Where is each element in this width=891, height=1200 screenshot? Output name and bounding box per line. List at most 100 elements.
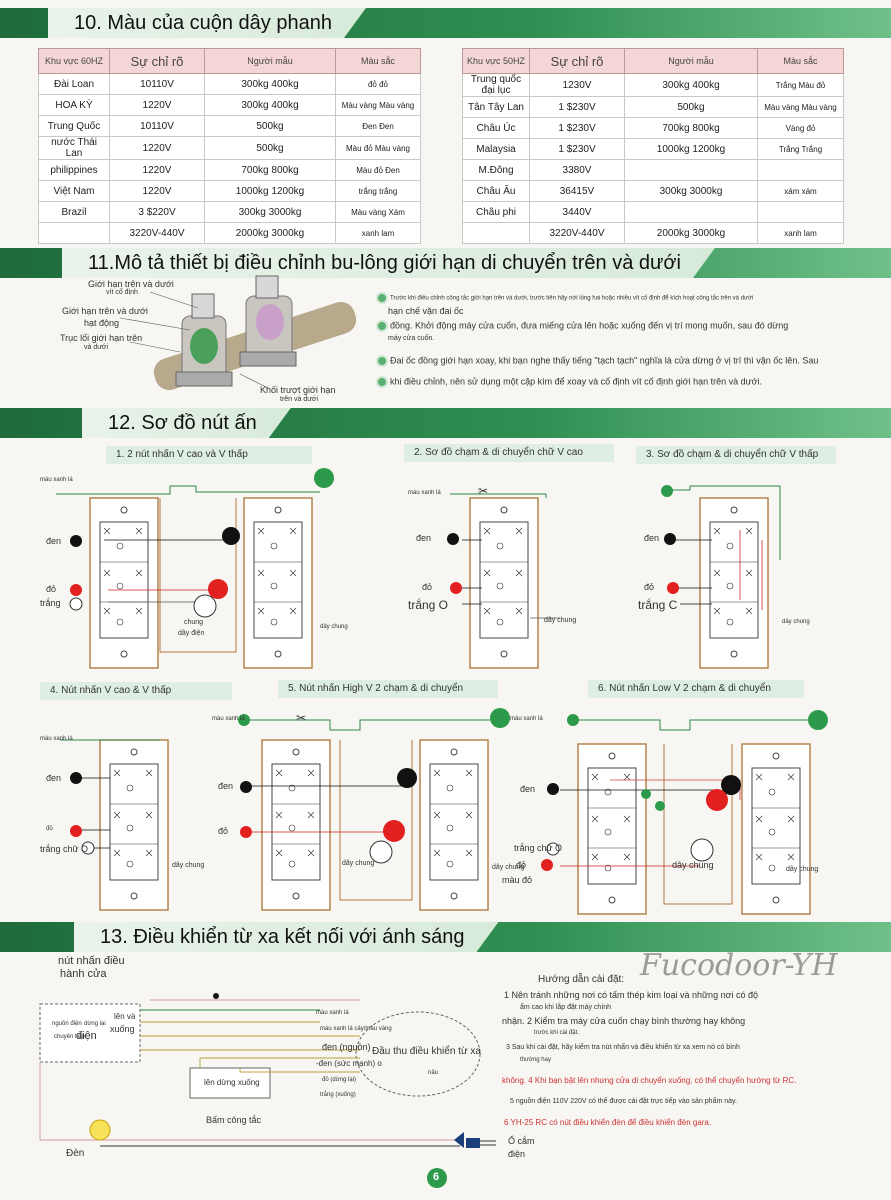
label-black: đen (218, 781, 234, 791)
guide-line: 6 YH-25 RC có nút điều khiển đèn để điều… (504, 1118, 712, 1127)
table-header: Khu vực 50HZ (462, 48, 530, 74)
label-limit-nut: Giới hạn trên và dưới (62, 306, 148, 316)
wire-label: trắng (xuống) (320, 1092, 356, 1098)
label-green: màu xanh lá (40, 477, 73, 483)
table-cell: 300kg 400kg (624, 73, 758, 97)
watermark: Fucodoor-YH (640, 948, 838, 983)
label-red: đỏ (422, 582, 433, 592)
diagram-5: ✂ (238, 708, 510, 911)
guide-line: thường hay (520, 1057, 551, 1063)
label-black: đen (416, 533, 432, 543)
section-band-11: 11.Mô tả thiết bị điều chỉnh bu-lông giớ… (0, 248, 891, 278)
table-cell: Malaysia (462, 138, 530, 160)
table-cell (38, 222, 110, 244)
label-black: đen (46, 773, 62, 783)
label-limit-nut-2: hạt động (84, 318, 120, 328)
table-cell: 10110V (109, 73, 205, 95)
table-cell (624, 159, 758, 181)
instruction-bullet: đồng. Khởi động máy cửa cuốn, đưa miếng … (376, 320, 788, 332)
table-cell: Châu phi (462, 201, 530, 223)
table-header: Khu vực 60HZ (38, 48, 110, 74)
table-cell: nước Thái Lan (38, 136, 110, 160)
guide-title: Hướng dẫn cài đặt: (538, 974, 625, 985)
table-cell (757, 201, 844, 223)
box-label: lên và (114, 1012, 136, 1021)
brake-color-table-60hz: Khu vực 60HZ Sự chỉ rõ Người mẫu Màu sắc… (38, 48, 421, 244)
diagram-6 (541, 710, 828, 915)
table-cell: 700kg 800kg (204, 159, 336, 181)
table-cell: 500kg (624, 96, 758, 118)
instruction-bullet: Trước khi điều chỉnh công tắc giới hạn t… (376, 292, 753, 304)
label-slider: Khối trượt giới hạn (260, 385, 336, 395)
table-cell: 500kg (204, 115, 336, 137)
table-cell: 700kg 800kg (624, 117, 758, 139)
label-wire-common: dây chung (786, 866, 819, 873)
section-band-13: 13. Điều khiển từ xa kết nối với ánh sán… (0, 922, 891, 952)
label-wire-common: dây chung (492, 864, 525, 871)
label-wire-common: dây chung (672, 860, 714, 870)
table-cell: 3220V-440V (109, 222, 205, 244)
table-cell: Đài Loan (38, 73, 110, 95)
label-red-color: màu đỏ (502, 875, 533, 885)
guide-line: không. 4 Khi bạn bật lên nhưng cửa di ch… (502, 1076, 797, 1085)
table-cell: Trắng Trắng (757, 138, 844, 160)
table-cell: Châu Âu (462, 180, 530, 202)
label-slider-2: trên và dưới (280, 396, 319, 403)
table-cell: Trung Quốc (38, 115, 110, 137)
label-green: màu xanh lá (408, 490, 441, 496)
table-cell: 300kg 400kg (204, 73, 336, 95)
table-cell: 1 $230V (529, 117, 625, 139)
label-white-chu-o: trắng chữ O (514, 843, 563, 853)
label-red: đỏ (218, 826, 229, 836)
table-cell: đỏ đỏ (335, 73, 421, 95)
svg-text:✂: ✂ (478, 484, 488, 498)
label-white: trắng (40, 598, 61, 608)
table-cell: 300kg 3000kg (204, 201, 336, 223)
label-limit-shaft-2: và dưới (84, 344, 109, 351)
label-wire-power: dây điện (178, 630, 205, 637)
table-cell: xanh lam (757, 222, 844, 244)
diagram-4 (60, 739, 169, 911)
guide-line: ẩm cao khi lắp đặt máy chính (520, 1004, 612, 1011)
bullet-icon (376, 320, 388, 332)
box-label: nguồn điện (52, 1021, 82, 1027)
table-cell: 36415V (529, 180, 625, 202)
table-cell: 1 $230V (529, 138, 625, 160)
label-operating-button: nút nhấn điều (58, 955, 125, 967)
table-cell: Trung quốc đại lục (462, 73, 530, 97)
table-cell: Màu đỏ Đen (335, 159, 421, 181)
table-header: Người mẫu (204, 48, 336, 74)
box-label: dừng lại (84, 1021, 106, 1027)
label-limit-screw-2: vít cố định (106, 289, 138, 296)
diagram-2: ✂ (447, 484, 560, 669)
table-cell: philippines (38, 159, 110, 181)
instruction-line: hạn chế vặn đai ốc (388, 306, 464, 316)
label-wire-common: dây chung (782, 619, 810, 625)
table-cell: Châu Úc (462, 117, 530, 139)
plug-label-2: điện (508, 1149, 526, 1159)
table-cell: Đen Đen (335, 115, 421, 137)
label-black: đen (644, 533, 660, 543)
instruction-line: máy cửa cuốn. (388, 335, 435, 342)
box-label: chuyên tiếp (54, 1034, 85, 1040)
section-band-12: 12. Sơ đồ nút ấn (0, 408, 891, 438)
instruction-bullet: khi điều chỉnh, nên sử dụng một cặp kìm … (376, 376, 762, 388)
table-cell: Màu vàng Xám (335, 201, 421, 223)
wire-label: màu xanh lá (316, 1010, 349, 1016)
label-wire-common: dây chung (172, 862, 205, 869)
wire-label: -đen (sức mạnh) o (316, 1059, 382, 1068)
label-black: đen (520, 784, 536, 794)
table-header: Màu sắc (757, 48, 844, 74)
diagram-3 (661, 485, 781, 669)
label-white-o: trắng O (408, 598, 449, 612)
